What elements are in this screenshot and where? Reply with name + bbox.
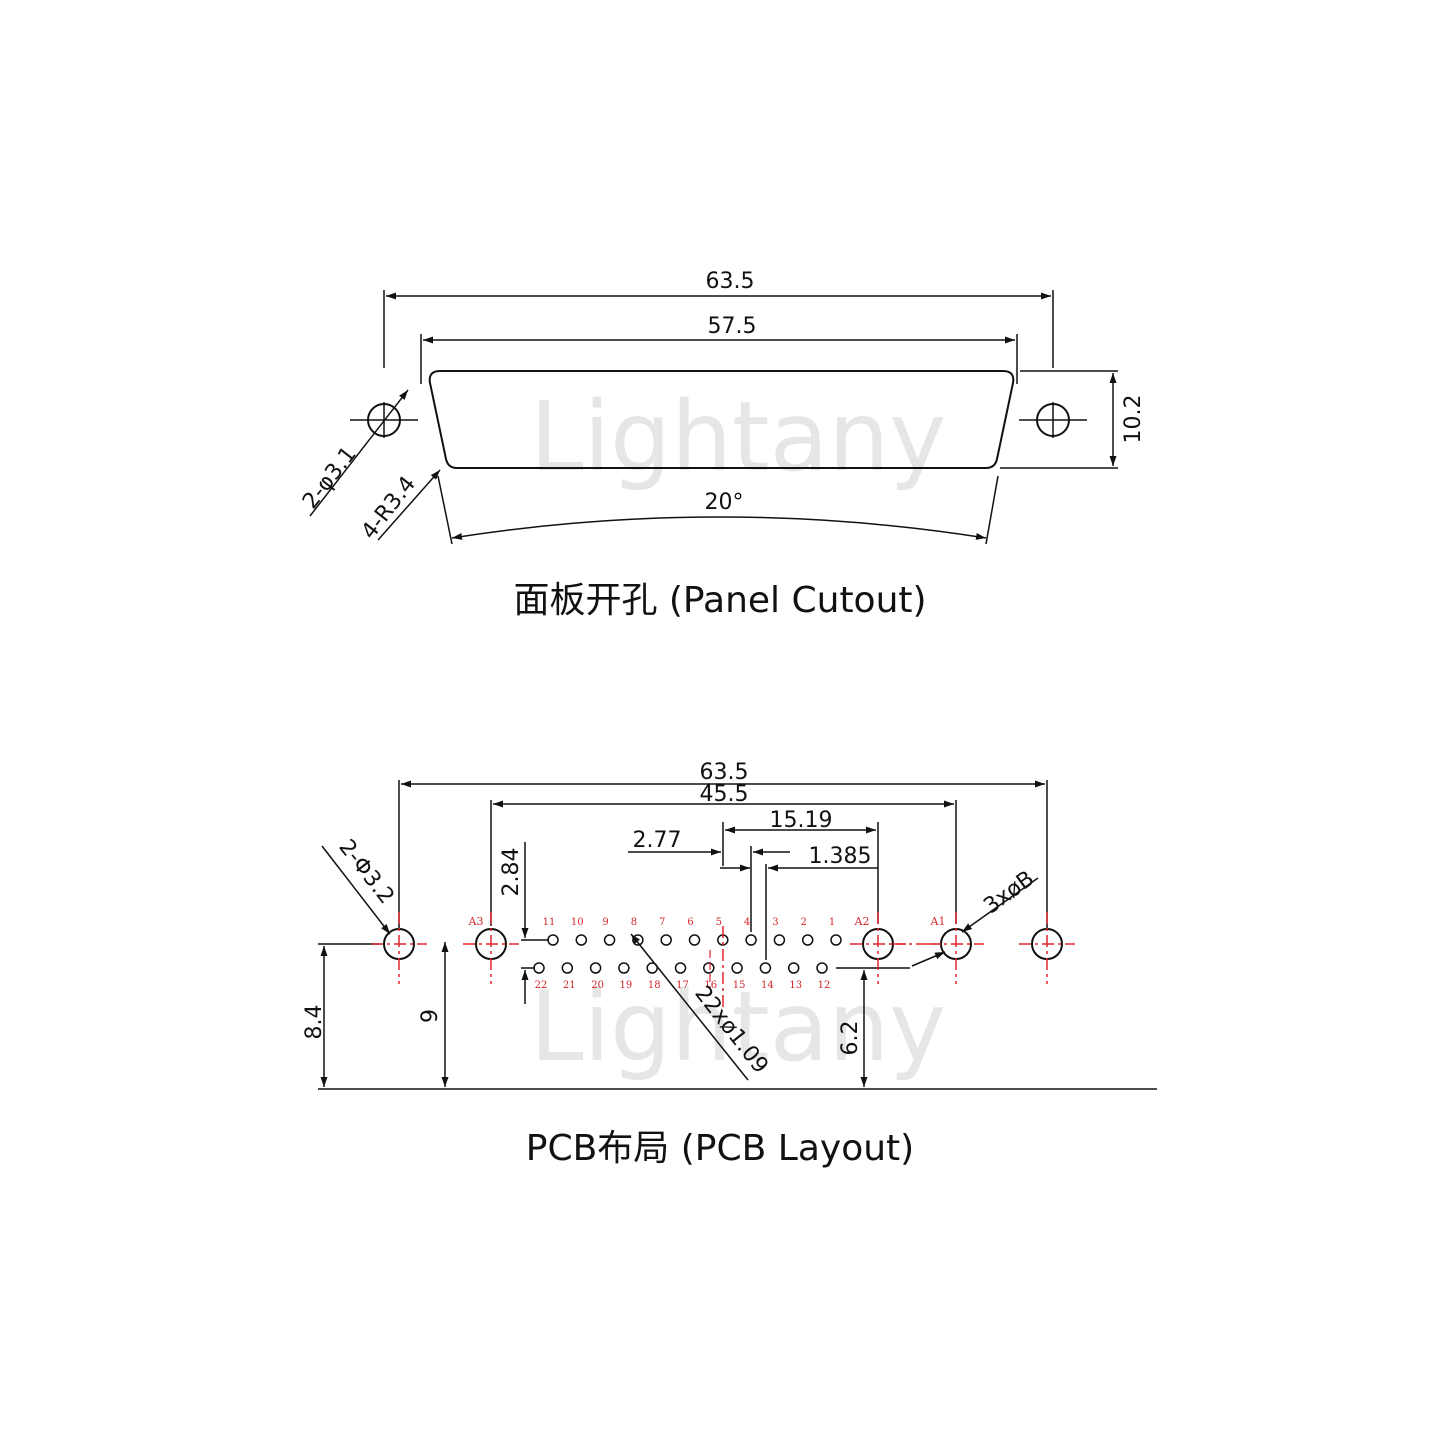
pin-label-20: 20 — [591, 980, 604, 991]
panel-dim-overall: 63.5 — [706, 269, 755, 294]
watermark-bottom: Lightany — [530, 971, 946, 1083]
signal-pin-7: 7 — [659, 917, 672, 946]
pcb-dim-right-span: 15.19 — [770, 808, 833, 833]
coax-hole-leader — [961, 877, 1039, 933]
signal-pin-12: 12 — [816, 962, 831, 991]
pin-label-16: 16 — [704, 980, 717, 991]
coax-hole-a2-label: A2 — [854, 915, 870, 928]
signal-pin-3: 3 — [772, 917, 786, 946]
pin-label-14: 14 — [761, 980, 774, 991]
signal-pin-11: 11 — [543, 917, 559, 946]
angle-arc — [451, 516, 987, 540]
pin-label-18: 18 — [648, 980, 661, 991]
hole-leader — [309, 389, 409, 517]
mount-hole-leader — [321, 845, 391, 935]
pcb-mount-hole-right — [1019, 912, 1075, 984]
signal-pin-19: 19 — [618, 962, 633, 991]
signal-pin-6: 6 — [687, 917, 701, 946]
coax-hole-a1: A1 — [928, 912, 984, 984]
radius-leader — [377, 469, 441, 541]
pin-label-7: 7 — [659, 917, 665, 928]
pin-label-10: 10 — [571, 917, 584, 928]
pin-label-5: 5 — [716, 917, 722, 928]
panel-dim-radius: 4-R3.4 — [357, 472, 421, 544]
pcb-layout-view — [318, 780, 1157, 1090]
signal-pin-13: 13 — [787, 962, 802, 991]
pcb-dim-half-pitch: 1.385 — [809, 844, 872, 869]
pcb-layout-title: PCB布局 (PCB Layout) — [526, 1128, 914, 1169]
coax-hole-a3: A3 — [463, 912, 519, 984]
pcb-dim-labels: 63.5 45.5 15.19 2.77 1.385 2.84 2-Φ3.2 3… — [302, 760, 1039, 1169]
panel-dim-angle: 20° — [705, 490, 744, 515]
signal-pin-20: 20 — [589, 962, 604, 991]
signal-pin-10: 10 — [571, 917, 588, 946]
pin-label-4: 4 — [744, 917, 750, 928]
signal-pin-22: 22 — [533, 962, 548, 991]
coax-hole-a3-label: A3 — [468, 915, 484, 928]
pcb-holes: A3 A2 A1 — [371, 912, 1075, 984]
pcb-dim-height-a: 8.4 — [302, 1005, 327, 1040]
signal-pin-2: 2 — [801, 917, 814, 946]
signal-pin-17: 17 — [674, 962, 689, 991]
pin-label-2: 2 — [801, 917, 807, 928]
pin-label-6: 6 — [687, 917, 693, 928]
pin-label-22: 22 — [535, 980, 548, 991]
signal-pin-4: 4 — [744, 917, 757, 946]
signal-pin-16: 16 — [703, 962, 717, 991]
pcb-dim-height-b: 9 — [418, 1009, 443, 1023]
pin-label-11: 11 — [543, 917, 556, 928]
panel-dim-inner: 57.5 — [708, 314, 757, 339]
pin-label-12: 12 — [818, 980, 831, 991]
signal-pin-8: 8 — [631, 917, 644, 946]
pcb-dim-overall: 63.5 — [700, 760, 749, 785]
pcb-dim-mount-hole: 2-Φ3.2 — [333, 835, 398, 909]
panel-dim-hole: 2-φ3.1 — [298, 442, 362, 514]
pcb-dim-coax-hole: 3xøB — [979, 866, 1039, 919]
pcb-mount-hole-left — [371, 912, 427, 984]
pin-label-3: 3 — [772, 917, 778, 928]
signal-pin-18: 18 — [646, 962, 661, 991]
pcb-dim-pitch: 2.77 — [633, 828, 682, 853]
watermark-top: Lightany — [530, 381, 946, 493]
panel-cutout-view — [309, 290, 1118, 545]
signal-hole-leader — [630, 933, 749, 1081]
d-cutout-outline — [428, 370, 1015, 469]
pin-label-9: 9 — [602, 917, 608, 928]
signal-pin-9: 9 — [602, 917, 616, 946]
pin-label-21: 21 — [563, 980, 576, 991]
panel-dim-height: 10.2 — [1121, 395, 1146, 444]
pin-label-13: 13 — [789, 980, 802, 991]
pcb-dim-height-c: 6.2 — [838, 1021, 863, 1056]
pin-label-19: 19 — [620, 980, 633, 991]
panel-cutout-title: 面板开孔 (Panel Cutout) — [513, 580, 926, 621]
pcb-dim-row-gap: 2.84 — [499, 848, 524, 897]
pcb-dim-inner: 45.5 — [700, 782, 749, 807]
signal-pin-5: 5 — [716, 917, 729, 946]
pin-label-17: 17 — [676, 980, 689, 991]
signal-pin-21: 21 — [561, 962, 576, 991]
signal-pin-1: 1 — [829, 917, 842, 946]
signal-pin-15: 15 — [731, 962, 746, 991]
coax-hole-a1-label: A1 — [930, 915, 946, 928]
pin-label-1: 1 — [829, 917, 835, 928]
signal-pin-14: 14 — [759, 962, 774, 991]
pin-label-8: 8 — [631, 917, 637, 928]
pin-label-15: 15 — [733, 980, 746, 991]
